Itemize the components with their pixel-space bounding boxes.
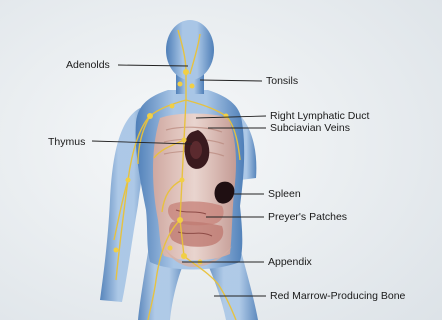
label-peyers-patches: Preyer's Patches: [268, 211, 347, 223]
label-spleen: Spleen: [268, 188, 301, 200]
label-subclavian-veins: Subciavian Veins: [270, 122, 350, 134]
label-tonsils: Tonsils: [266, 75, 298, 87]
label-adenoids: Adenolds: [66, 59, 110, 71]
label-appendix: Appendix: [268, 256, 313, 268]
label-right-lymphatic-duct: Right Lymphatic Duct: [270, 110, 369, 122]
label-thymus: Thymus: [48, 136, 85, 148]
label-red-marrow: Red Marrow-Producing Bone: [270, 290, 406, 302]
